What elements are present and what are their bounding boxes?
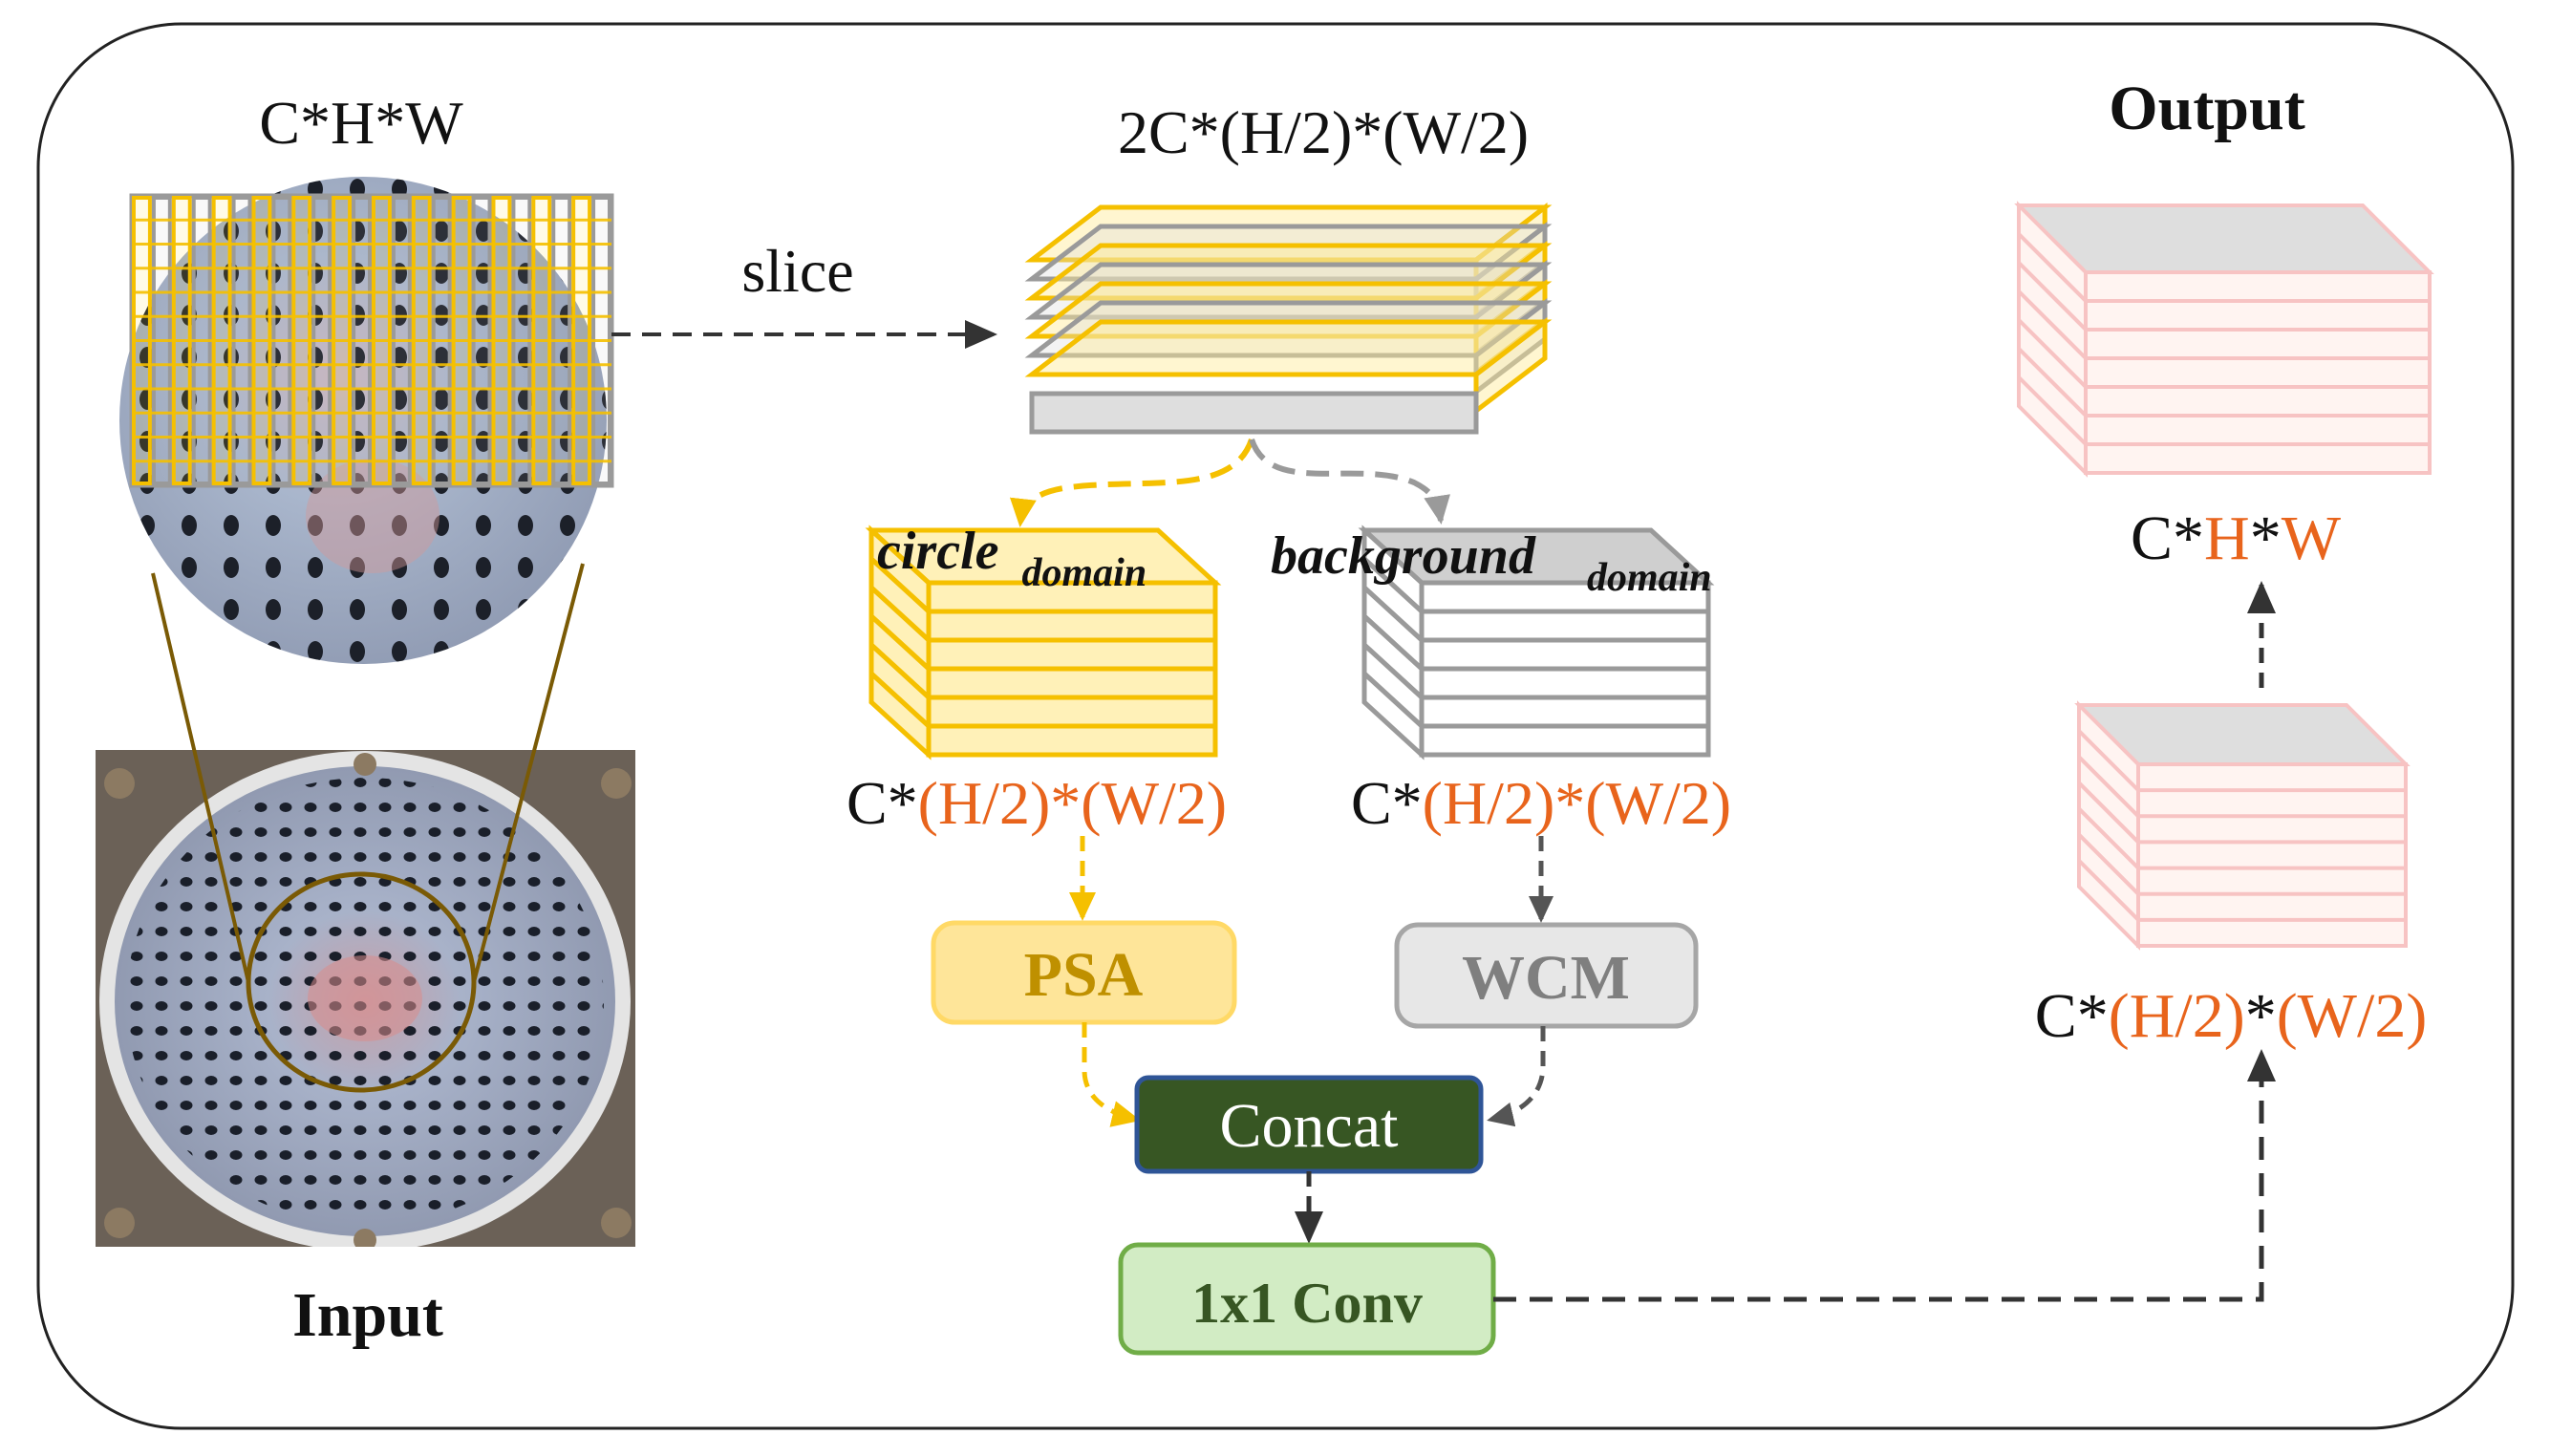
arrow-psa-to-concat bbox=[1082, 1022, 1141, 1127]
circle-domain-label: circle domain bbox=[877, 522, 1146, 595]
zoom-line-right bbox=[472, 563, 585, 983]
branch-arrow-background bbox=[1249, 438, 1450, 525]
circle-domain-stack bbox=[865, 525, 1222, 760]
intermediate-stack bbox=[2074, 700, 2411, 951]
sliced-feature-stack bbox=[1024, 202, 1553, 435]
outer-frame bbox=[36, 22, 2515, 1430]
input-dims-label: C*H*W bbox=[259, 89, 463, 157]
background-domain-sub: domain bbox=[1587, 556, 1712, 600]
arrow-wcm-to-concat bbox=[1487, 1026, 1546, 1127]
background-domain-stack bbox=[1358, 525, 1715, 760]
input-photo bbox=[96, 750, 635, 1247]
output-stack bbox=[2014, 201, 2434, 478]
slice-grid-overlay bbox=[129, 193, 614, 488]
slice-label: slice bbox=[741, 237, 853, 305]
branch-arrow-circle bbox=[1009, 438, 1254, 527]
background-dims-label: C*(H/2)*(W/2) bbox=[1351, 769, 1731, 837]
mid-stack-front-face bbox=[2136, 762, 2408, 948]
wcm-block bbox=[1394, 922, 1699, 1029]
slice-dims-label: 2C*(H/2)*(W/2) bbox=[1118, 98, 1529, 166]
output-title: Output bbox=[2109, 74, 2304, 143]
wcm-label: WCM bbox=[1462, 943, 1630, 1013]
psa-label: PSA bbox=[1024, 940, 1144, 1010]
arrow-conv-to-output bbox=[1493, 1049, 2276, 1302]
slice-slab bbox=[1024, 319, 1553, 377]
concat-label: Concat bbox=[1220, 1091, 1399, 1161]
zoomed-detail bbox=[119, 177, 607, 664]
circle-dims-label: C*(H/2)*(W/2) bbox=[846, 769, 1227, 837]
slice-slab-base bbox=[1029, 391, 1479, 435]
intermediate-dims-label: C*(H/2)*(W/2) bbox=[2035, 981, 2428, 1051]
input-caption: Input bbox=[292, 1280, 443, 1350]
out-stack-front-face bbox=[2084, 270, 2432, 475]
output-dims-label: C*H*W bbox=[2131, 503, 2342, 573]
background-domain-label: background domain bbox=[1271, 526, 1712, 600]
circle-domain-sub: domain bbox=[1021, 551, 1146, 595]
out-stack-top-face bbox=[2014, 203, 2434, 274]
conv-label: 1x1 Conv bbox=[1191, 1272, 1423, 1335]
zoom-line-left bbox=[151, 572, 250, 983]
